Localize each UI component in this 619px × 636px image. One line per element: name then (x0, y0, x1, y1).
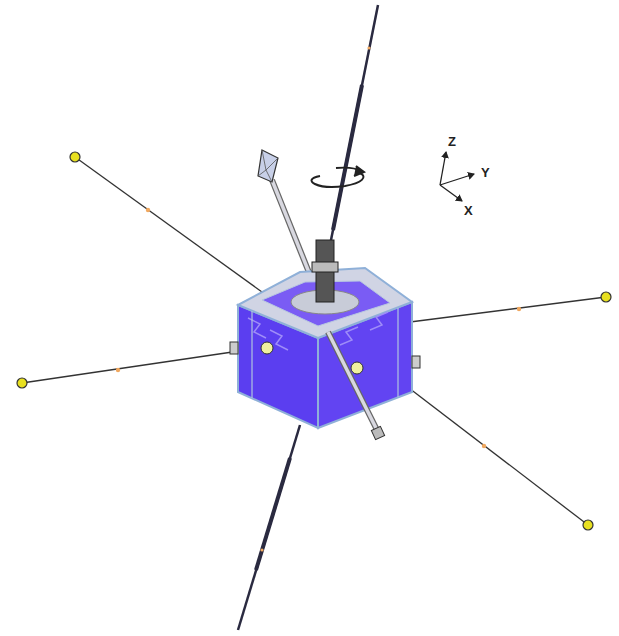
central-column (312, 240, 338, 302)
spin-arrow (311, 166, 364, 187)
magnetometer-boom-lower (328, 332, 385, 440)
axis-label: Y (481, 166, 490, 179)
wire-booms (22, 157, 606, 525)
axis-label: Z (448, 135, 456, 148)
axis-triad (440, 152, 474, 201)
boom-markers (116, 208, 521, 448)
thrusters (230, 342, 420, 374)
probe-spheres (17, 152, 611, 530)
axis-label: X (464, 204, 473, 217)
